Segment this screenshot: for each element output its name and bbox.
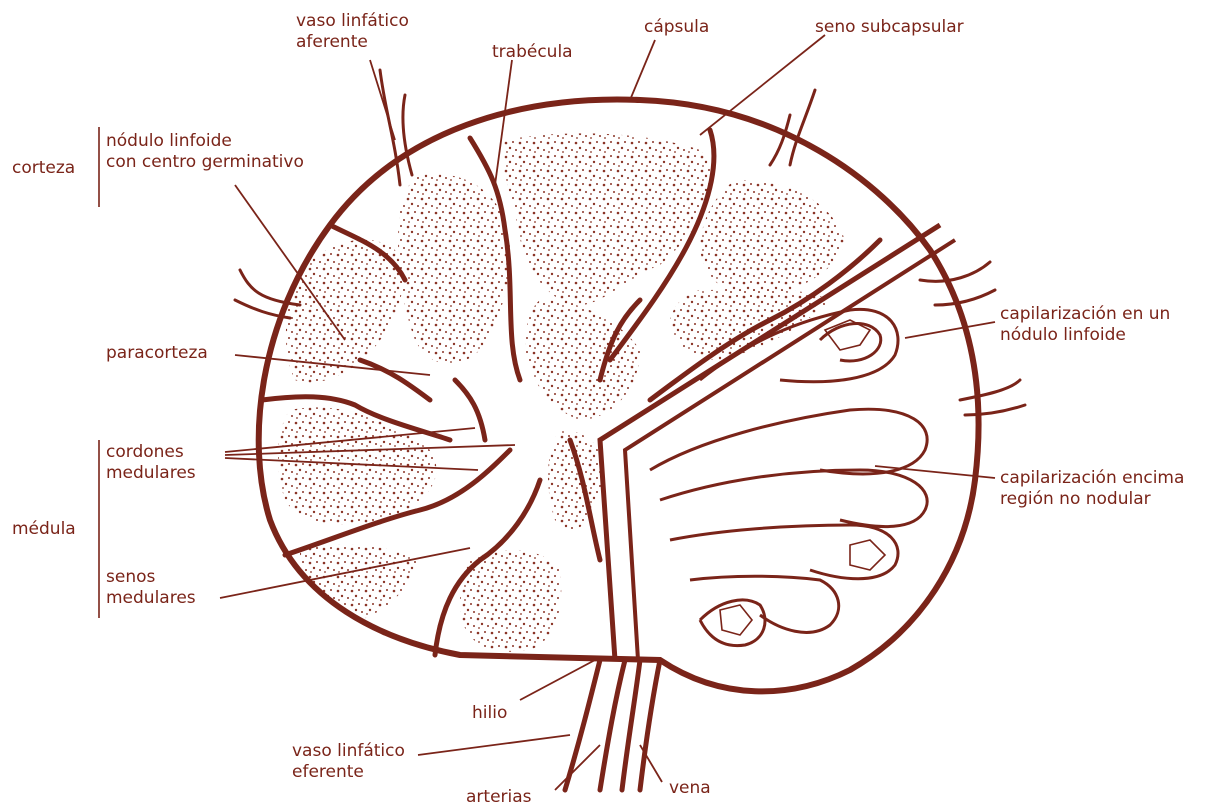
capillary-mesh (720, 320, 885, 635)
label-trabecula: trabécula (492, 42, 573, 62)
leader-eferente (418, 735, 570, 755)
capillary-loops (650, 309, 927, 645)
label-senos-medulares: senos medulares (106, 567, 196, 608)
leader-capsula (630, 40, 655, 100)
label-vaso-aferente: vaso linfático aferente (296, 11, 414, 52)
leader-afferent (370, 60, 395, 140)
lymph-node-body (235, 70, 1025, 790)
label-cordones-medulares: cordones medulares (106, 442, 196, 483)
label-vaso-eferente: vaso linfático eferente (292, 741, 410, 782)
label-vena: vena (669, 778, 711, 798)
leader-capilar-nodulo (905, 322, 995, 338)
lymphoid-nodule (700, 180, 845, 300)
label-seno-subcapsular: seno subcapsular (815, 17, 964, 37)
label-arterias: arterias (466, 787, 532, 807)
hilum-vessels (565, 660, 660, 790)
cortex-nodules (278, 133, 845, 651)
label-capilar-nodulo: capilarización en un nódulo linfoide (1000, 304, 1176, 345)
label-capilar-region: capilarización encima región no nodular (1000, 468, 1190, 509)
label-nodulo-linfoide: nódulo linfoide con centro germinativo (106, 131, 304, 172)
label-capsula: cápsula (644, 17, 709, 37)
label-medula: médula (12, 519, 76, 539)
label-hilio: hilio (472, 703, 507, 723)
paracortex-area (548, 430, 603, 530)
lymphoid-nodule (398, 174, 510, 364)
label-paracorteza: paracorteza (106, 343, 208, 363)
leader-seno (700, 35, 825, 135)
label-corteza: corteza (12, 158, 75, 178)
lymphoid-nodule (503, 133, 712, 305)
paracortex-area (300, 545, 420, 625)
leader-hilio (520, 660, 595, 700)
